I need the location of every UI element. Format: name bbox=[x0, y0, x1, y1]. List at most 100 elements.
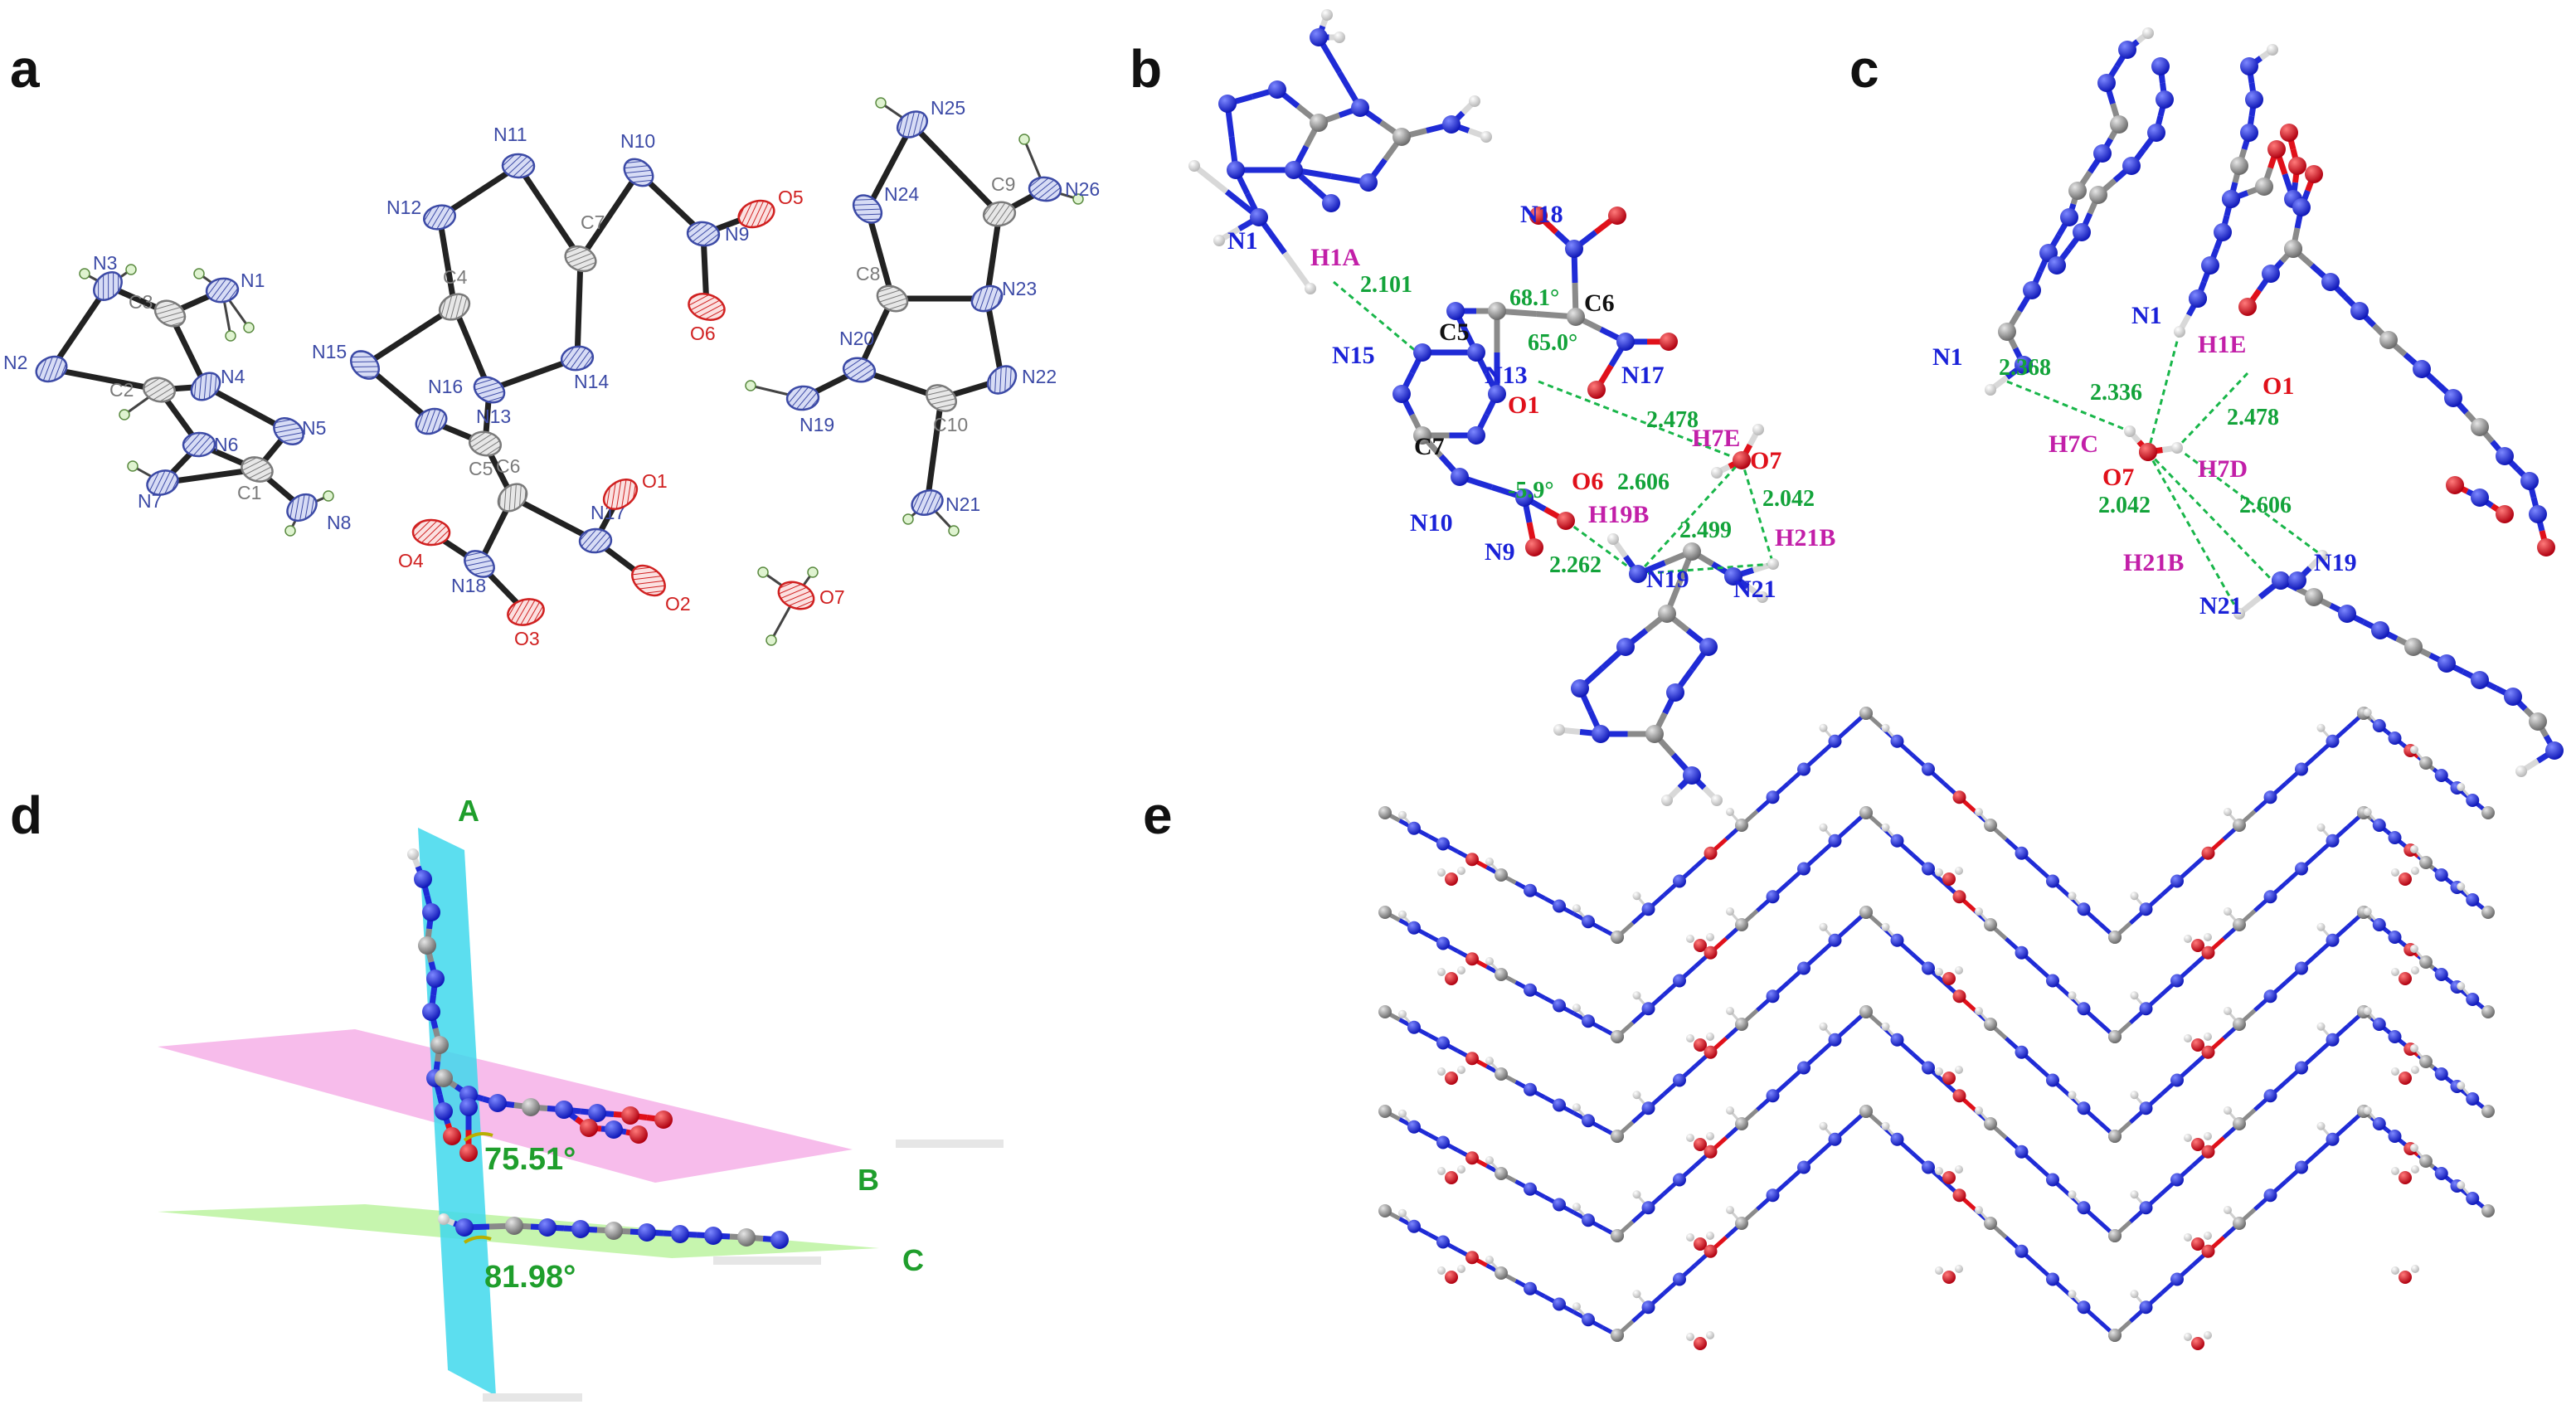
atom-oxygen bbox=[1704, 1244, 1718, 1258]
ortep-label-n16: N16 bbox=[428, 376, 463, 397]
ortep-label-c4: C4 bbox=[443, 266, 468, 288]
atom-hydrogen bbox=[1881, 723, 1890, 732]
plane-a-label: A bbox=[458, 794, 479, 828]
atom-hydrogen bbox=[1632, 1290, 1641, 1299]
atom-nitrogen bbox=[1322, 194, 1340, 212]
atom-hydrogen bbox=[1711, 467, 1723, 479]
atom-oxygen bbox=[1445, 1072, 1458, 1085]
atom-carbon bbox=[2379, 331, 2398, 349]
atom-nitrogen bbox=[2434, 1167, 2448, 1180]
atom-nitrogen bbox=[1666, 683, 1684, 702]
atom-nitrogen bbox=[2388, 1130, 2402, 1143]
atom-hydrogen bbox=[1711, 795, 1723, 806]
atom-hydrogen bbox=[1686, 935, 1694, 943]
atom-nitrogen bbox=[2046, 974, 2059, 988]
ortep-hydrogen bbox=[127, 460, 139, 472]
atom-carbon bbox=[2481, 1105, 2495, 1118]
atom-oxygen bbox=[1465, 952, 1479, 966]
atom-hydrogen bbox=[1632, 1091, 1641, 1100]
atom-oxygen bbox=[2191, 1337, 2204, 1350]
atom-carbon bbox=[1495, 968, 1508, 981]
atom-hydrogen bbox=[1686, 1333, 1694, 1341]
label-c5: C5 bbox=[1439, 318, 1470, 346]
atom-hydrogen bbox=[1935, 968, 1943, 976]
atom-nitrogen bbox=[1766, 790, 1780, 804]
atom-nitrogen bbox=[704, 1227, 722, 1245]
atom-nitrogen bbox=[2015, 1145, 2029, 1159]
ortep-label-n25: N25 bbox=[931, 97, 965, 119]
atom-carbon bbox=[1735, 1018, 1748, 1031]
atom-nitrogen bbox=[2139, 1002, 2153, 1016]
atom-hydrogen bbox=[1398, 1109, 1407, 1118]
atom-carbon bbox=[2419, 1055, 2433, 1068]
atom-oxygen bbox=[2446, 476, 2464, 494]
atom-nitrogen bbox=[571, 1220, 590, 1238]
atom-carbon bbox=[2110, 115, 2128, 134]
label-c6: C6 bbox=[1584, 289, 1615, 317]
panel-letter-b: b bbox=[1130, 39, 1162, 99]
atom-oxygen bbox=[2201, 846, 2215, 860]
atom-nitrogen bbox=[1515, 488, 1533, 507]
atom-oxygen bbox=[2399, 1271, 2412, 1284]
atom-hydrogen bbox=[1485, 1057, 1494, 1065]
atom-oxygen bbox=[1704, 945, 1718, 960]
ortep-atom-n16 bbox=[415, 407, 448, 435]
atom-oxygen bbox=[1942, 972, 1956, 985]
atom-hydrogen bbox=[2411, 1165, 2419, 1174]
atom-nitrogen bbox=[1673, 974, 1686, 988]
ortep-label-o6: O6 bbox=[690, 323, 716, 344]
atom-oxygen bbox=[1694, 939, 1707, 952]
atom-oxygen bbox=[1587, 381, 1606, 399]
atom-nitrogen bbox=[1673, 1073, 1686, 1087]
atom-nitrogen bbox=[2413, 360, 2431, 378]
atom-nitrogen bbox=[2466, 993, 2480, 1006]
label-c-h21b: H21B bbox=[2123, 549, 2184, 576]
atom-nitrogen bbox=[2372, 719, 2386, 732]
label-c-n1-left: N1 bbox=[1932, 343, 1963, 371]
atom-hydrogen bbox=[1334, 32, 1345, 43]
ortep-label-c1: C1 bbox=[237, 482, 261, 503]
label-n1: N1 bbox=[1227, 227, 1258, 255]
atom-carbon bbox=[1859, 1005, 1873, 1018]
panel-d-plane-angles: A B C 75.51° 81.98° bbox=[158, 794, 1004, 1402]
atom-hydrogen bbox=[1398, 810, 1407, 819]
atom-nitrogen bbox=[1351, 99, 1369, 117]
ortep-label-n18: N18 bbox=[451, 575, 486, 596]
atom-nitrogen bbox=[455, 1218, 474, 1237]
ortep-label-o1: O1 bbox=[642, 470, 668, 492]
ortep-bond bbox=[984, 211, 1003, 302]
ortep-hydrogen bbox=[745, 380, 756, 391]
atom-nitrogen bbox=[1553, 1198, 1566, 1212]
atom-hydrogen bbox=[1398, 910, 1407, 919]
ortep-atom-n3 bbox=[93, 271, 123, 301]
hydrogen-bond-line bbox=[1740, 459, 1775, 565]
atom-nitrogen bbox=[2295, 1061, 2308, 1075]
atom-hydrogen bbox=[1881, 823, 1890, 832]
measure-c-2336: 2.336 bbox=[2090, 380, 2142, 406]
atom-oxygen bbox=[2399, 1171, 2412, 1184]
atom-hydrogen bbox=[1457, 966, 1465, 974]
atom-oxygen bbox=[1465, 1151, 1479, 1165]
ortep-label-o4: O4 bbox=[398, 550, 424, 571]
label-c-h7d: H7D bbox=[2198, 455, 2248, 483]
atom-nitrogen bbox=[2326, 834, 2340, 848]
atom-hydrogen bbox=[1752, 424, 1764, 435]
atom-nitrogen bbox=[2504, 688, 2522, 706]
atom-hydrogen bbox=[1706, 1331, 1714, 1339]
ortep-atom-n7 bbox=[146, 469, 179, 496]
atom-nitrogen bbox=[1582, 915, 1595, 929]
atom-nitrogen bbox=[1553, 999, 1566, 1013]
atom-carbon bbox=[1611, 1229, 1624, 1242]
atom-hydrogen bbox=[1686, 1034, 1694, 1042]
atom-carbon bbox=[2108, 1329, 2122, 1342]
atom-nitrogen bbox=[2444, 389, 2462, 407]
atom-nitrogen bbox=[2466, 893, 2480, 906]
ortep-atom-o5 bbox=[737, 199, 775, 229]
measure-b-2101: 2.101 bbox=[1360, 272, 1412, 298]
atom-oxygen bbox=[2201, 1045, 2215, 1059]
atom-hydrogen bbox=[2363, 1007, 2372, 1015]
atom-nitrogen bbox=[2263, 890, 2277, 904]
atom-hydrogen bbox=[407, 848, 419, 860]
atom-hydrogen bbox=[1819, 1022, 1828, 1031]
atom-hydrogen bbox=[2184, 1034, 2192, 1042]
